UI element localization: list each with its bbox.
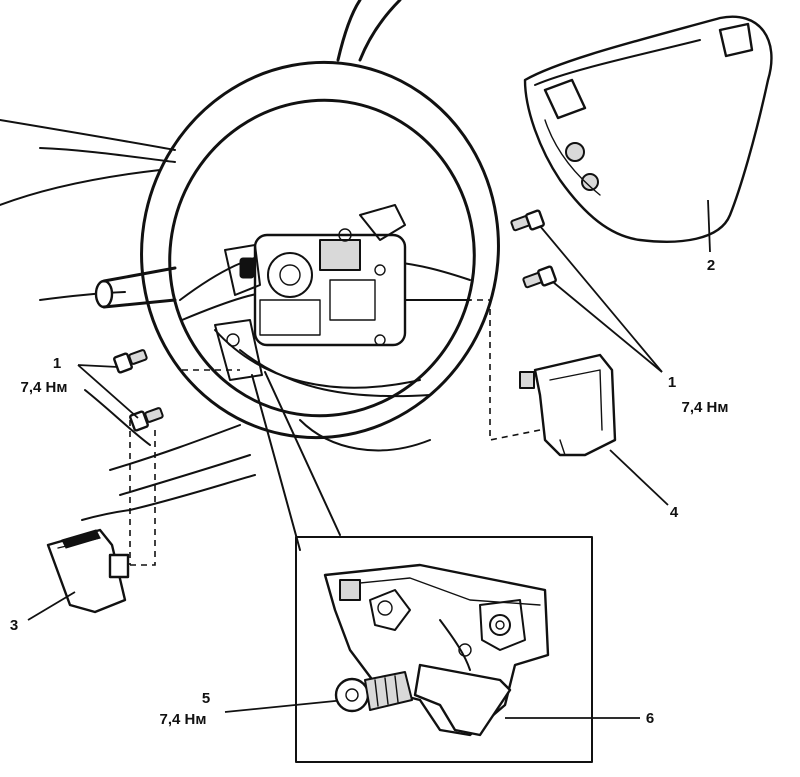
callout-3: 3 [10, 617, 18, 634]
bolt-left-lower [129, 407, 164, 432]
callout-4: 4 [670, 504, 679, 521]
steering-column [94, 266, 177, 309]
callout-5: 5 7,4 Нм [160, 690, 211, 728]
airbag-cover [523, 15, 773, 243]
dashboard-outline [0, 0, 402, 521]
callout-2: 2 [707, 257, 715, 274]
callout-number: 3 [10, 617, 18, 634]
callout-number: 6 [646, 710, 654, 727]
callout-6: 6 [646, 710, 654, 727]
callout-torque: 7,4 Нм [682, 399, 729, 416]
left-bracket [46, 528, 130, 614]
callout-number: 5 [202, 690, 210, 707]
right-bracket [519, 353, 617, 457]
callout-torque: 7,4 Нм [160, 711, 207, 728]
callout-number: 1 [668, 374, 676, 391]
bolt-right-lower [522, 265, 557, 289]
leader-lines [27, 199, 711, 719]
dashed-guides [128, 299, 541, 566]
steering-wheel [140, 60, 500, 452]
bolt-left-upper [113, 349, 148, 374]
callout-torque: 7,4 Нм [21, 379, 68, 396]
callout-number: 2 [707, 257, 715, 274]
callout-number: 4 [670, 504, 679, 521]
callout-1-left: 1 7,4 Нм [21, 355, 68, 396]
bolt-right-upper [510, 209, 545, 232]
callout-1-right: 1 7,4 Нм [668, 374, 729, 416]
detail-inset [295, 536, 593, 763]
callout-number: 1 [53, 355, 61, 372]
